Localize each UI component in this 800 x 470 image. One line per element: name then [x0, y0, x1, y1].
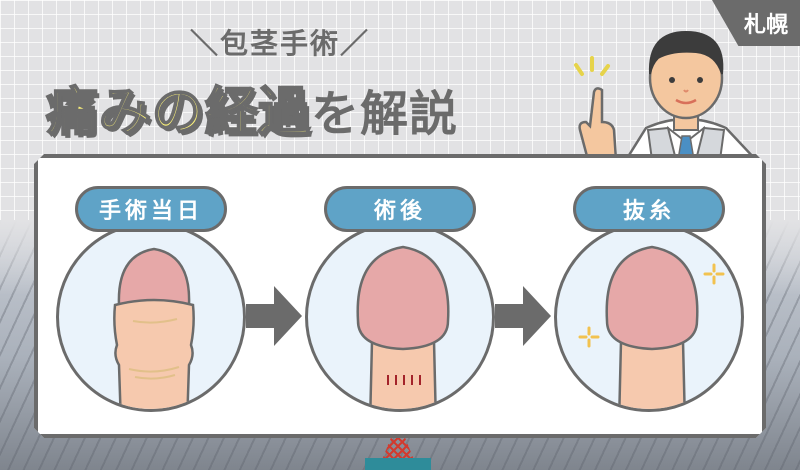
step-label-pill: 術後 [324, 186, 476, 232]
attention-marks-icon [574, 56, 610, 76]
step-illustration-circle [305, 222, 495, 412]
title-highlight-pain: 痛みの [45, 82, 206, 144]
doctor-illustration [574, 30, 758, 160]
step-illustration-circle [554, 222, 744, 412]
step-label-pill: 抜糸 [573, 186, 725, 232]
step-label-pill: 手術当日 [75, 186, 227, 232]
sparkle-icon [578, 263, 725, 348]
title-explain: を解説 [311, 86, 459, 142]
swelling-lines-icon [128, 318, 180, 380]
step-stitch-removal: 抜糸 [554, 186, 744, 426]
tv-tower-base [365, 458, 431, 470]
post-surgery-illustration [356, 245, 450, 409]
swollen-penis-illustration [113, 247, 195, 409]
healed-illustration [578, 245, 725, 409]
step-post-surgery: 術後 [305, 186, 495, 426]
suture-lines-icon [387, 375, 421, 385]
subtitle: ＼包茎手術／ [189, 27, 370, 60]
title-highlight-progress: 経過 [204, 82, 312, 144]
region-badge-label: 札幌 [743, 13, 788, 38]
step-day-of-surgery: 手術当日 [56, 186, 246, 426]
page-title: 痛みの経過を解説 [45, 70, 459, 145]
step-illustration-circle [56, 222, 246, 412]
